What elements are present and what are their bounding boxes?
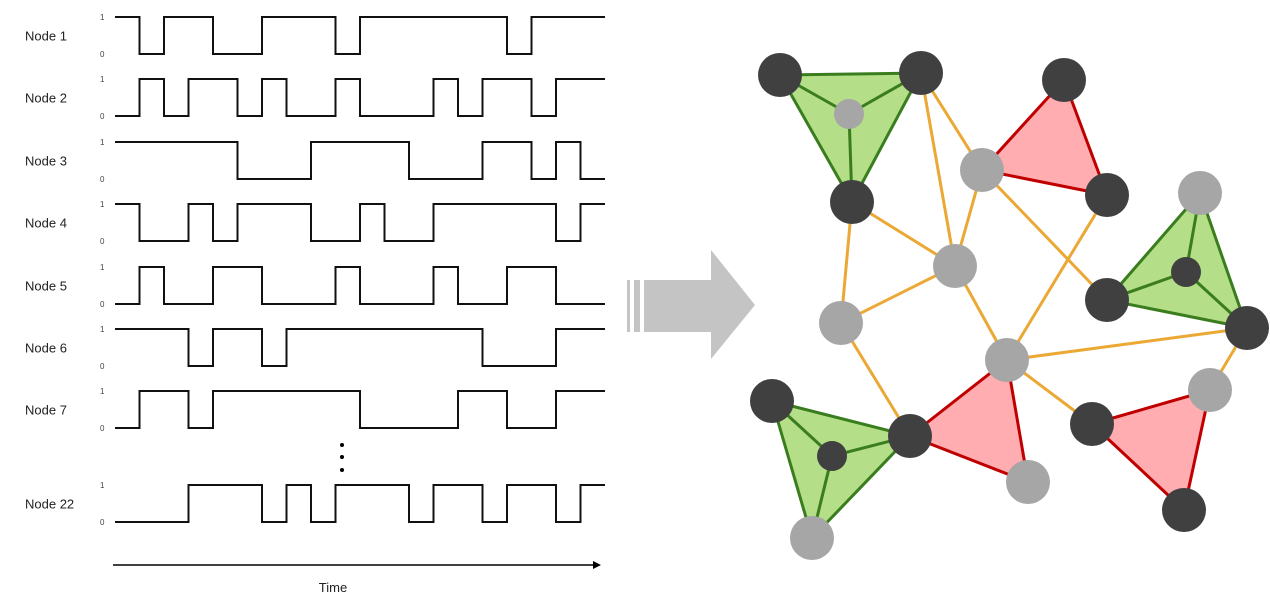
level-low-tick: 0 [100, 518, 105, 527]
dark-graph-node [1085, 278, 1129, 322]
waveform-row: Node 22 1 0 [25, 481, 605, 527]
graph-edge [839, 322, 912, 437]
activity-signal [115, 78, 605, 117]
node-label: Node 1 [25, 29, 67, 44]
level-high-tick: 1 [100, 138, 105, 147]
red-hyperedge [1090, 388, 1212, 512]
node-label: Node 7 [25, 403, 67, 418]
ellipsis-dots [340, 443, 344, 472]
level-low-tick: 0 [100, 362, 105, 371]
waveform-row: Node 5 1 0 [25, 263, 605, 309]
activity-signal [115, 390, 605, 429]
gray-graph-node [1188, 368, 1232, 412]
graph-edge [1006, 326, 1248, 362]
time-axis-label: Time [319, 580, 347, 595]
gray-graph-node [985, 338, 1029, 382]
node-label: Node 5 [25, 279, 67, 294]
dark-graph-node [758, 53, 802, 97]
level-high-tick: 1 [100, 200, 105, 209]
node-label: Node 4 [25, 216, 67, 231]
level-high-tick: 1 [100, 13, 105, 22]
activity-signal [115, 266, 605, 305]
dark-graph-node [1171, 257, 1201, 287]
gray-graph-node [834, 99, 864, 129]
dark-graph-node [888, 414, 932, 458]
dark-graph-node [830, 180, 874, 224]
activity-signal [115, 141, 605, 180]
waveform-row: Node 1 1 0 [25, 13, 605, 59]
level-high-tick: 1 [100, 263, 105, 272]
waveform-row: Node 4 1 0 [25, 200, 605, 246]
level-low-tick: 0 [100, 112, 105, 121]
activity-signal [115, 16, 605, 55]
dark-graph-node [1042, 58, 1086, 102]
gray-graph-node [960, 148, 1004, 192]
graph-edge [919, 72, 957, 267]
graph-edge [980, 168, 1109, 302]
right-arrow-icon [627, 250, 755, 359]
graph-edge [1005, 194, 1109, 361]
red-hyperedge [980, 78, 1109, 197]
time-axis: Time [113, 561, 601, 595]
level-low-tick: 0 [100, 237, 105, 246]
level-low-tick: 0 [100, 50, 105, 59]
dark-graph-node [1162, 488, 1206, 532]
level-low-tick: 0 [100, 175, 105, 184]
activity-signal [115, 484, 605, 523]
node-label: Node 22 [25, 497, 74, 512]
dark-graph-node [1085, 173, 1129, 217]
waveform-row: Node 2 1 0 [25, 75, 605, 121]
dark-graph-node [1225, 306, 1269, 350]
green-hyperedge [770, 399, 912, 540]
gray-graph-node [1178, 171, 1222, 215]
red-hyperedge [908, 358, 1030, 484]
gray-graph-node [933, 244, 977, 288]
node-label: Node 3 [25, 154, 67, 169]
dark-graph-node [1070, 402, 1114, 446]
node-label: Node 6 [25, 341, 67, 356]
activity-signal [115, 328, 605, 367]
gray-graph-node [790, 516, 834, 560]
axis-arrowhead-icon [593, 561, 601, 569]
node-label: Node 2 [25, 91, 67, 106]
hypergraph [750, 51, 1269, 560]
activity-signal [115, 203, 605, 242]
level-high-tick: 1 [100, 481, 105, 490]
gray-graph-node [819, 301, 863, 345]
level-low-tick: 0 [100, 424, 105, 433]
dark-graph-node [750, 379, 794, 423]
waveform-row: Node 6 1 0 [25, 325, 605, 371]
dark-graph-node [899, 51, 943, 95]
dark-graph-node [817, 441, 847, 471]
level-high-tick: 1 [100, 325, 105, 334]
level-high-tick: 1 [100, 75, 105, 84]
level-high-tick: 1 [100, 387, 105, 396]
gray-graph-node [1006, 460, 1050, 504]
level-low-tick: 0 [100, 300, 105, 309]
waveform-row: Node 3 1 0 [25, 138, 605, 184]
waveform-row: Node 7 1 0 [25, 387, 605, 433]
